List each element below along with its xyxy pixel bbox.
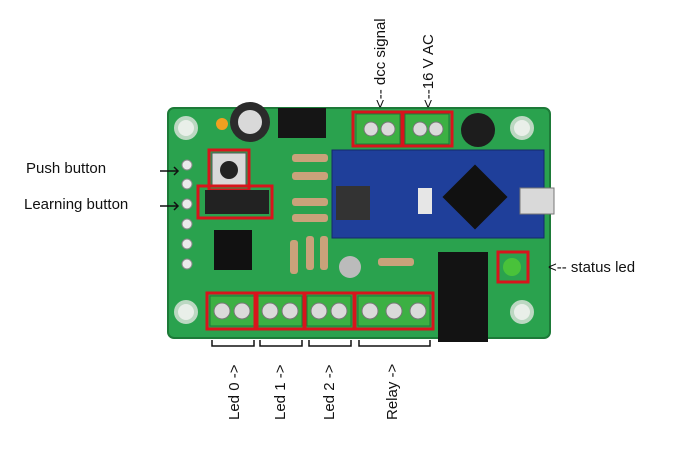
relay-component bbox=[438, 252, 488, 342]
transistor bbox=[339, 256, 361, 278]
ac-16v-label: <--16 V AC bbox=[420, 34, 437, 108]
left-arrows bbox=[160, 166, 180, 211]
ic-chip bbox=[214, 230, 252, 270]
status-led-label: <-- status led bbox=[548, 259, 636, 276]
led0-label: Led 0 -> bbox=[226, 364, 243, 420]
mounting-holes bbox=[174, 116, 534, 324]
status-led bbox=[503, 258, 521, 276]
learning-jumper bbox=[205, 190, 269, 214]
led1-label: Led 1 -> bbox=[272, 364, 289, 420]
regulator bbox=[278, 108, 326, 138]
led2-label: Led 2 -> bbox=[321, 364, 338, 420]
bottom-brackets bbox=[211, 340, 431, 347]
left-pin-header bbox=[181, 159, 193, 270]
push-button-label: Push button bbox=[26, 160, 107, 177]
dcc-signal-label: <-- dcc signal bbox=[372, 18, 389, 108]
buzzer bbox=[461, 113, 495, 147]
resistors bbox=[290, 154, 414, 274]
learning-button-label: Learning button bbox=[24, 196, 129, 213]
relay-label: Relay -> bbox=[384, 363, 401, 420]
